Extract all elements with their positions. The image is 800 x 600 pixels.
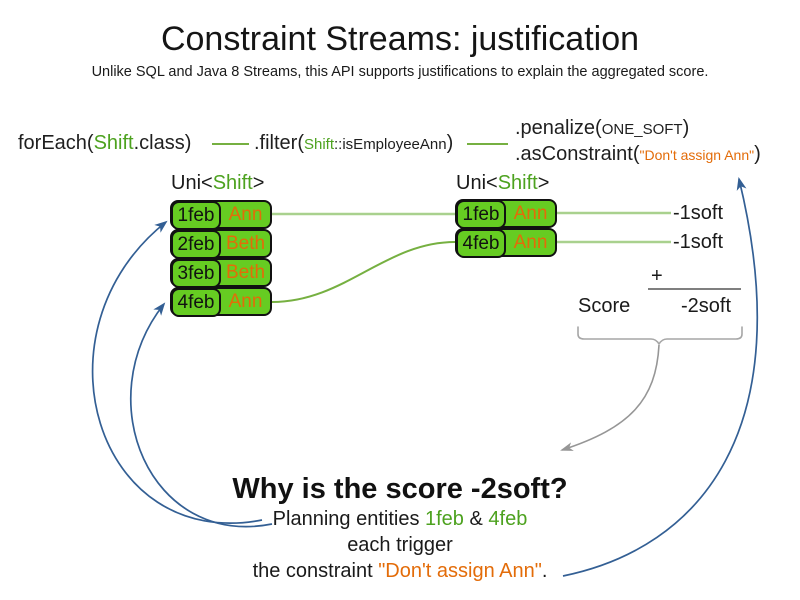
left-label-post: >: [252, 172, 265, 194]
shift-row-3feb-left: Beth 3feb: [170, 258, 272, 288]
shift-row-1feb-right: Ann 1feb: [455, 199, 557, 229]
employee-cell: Ann: [513, 231, 548, 253]
explanation-heading: Why is the score -2soft?: [232, 473, 568, 505]
line3-post: .: [541, 560, 548, 582]
code-penalize-pre: .penalize(: [515, 117, 602, 139]
explanation-line-1: Planning entities 1feb & 4feb: [0, 506, 800, 532]
date-cell: 4feb: [171, 288, 221, 317]
left-group-label: Uni<Shift>: [171, 172, 264, 195]
left-label-type: Shift: [212, 172, 253, 194]
page-title: Constraint Streams: justification: [160, 20, 640, 58]
code-asconstraint-arg: "Don't assign Ann": [639, 147, 755, 163]
date-cell: 3feb: [171, 259, 221, 288]
code-filter-pre: .filter(: [254, 132, 304, 154]
page-subtitle: Unlike SQL and Java 8 Streams, this API …: [91, 64, 709, 80]
shift-row-4feb-left: Ann 4feb: [170, 287, 272, 317]
code-filter: .filter(Shift::isEmployeeAnn): [254, 132, 453, 155]
employee-cell: Beth: [225, 232, 266, 254]
employee-cell: Ann: [513, 202, 548, 224]
date-cell: 2feb: [171, 230, 221, 259]
date-cell: 1feb: [456, 200, 506, 229]
code-penalize-arg: ONE_SOFT: [601, 121, 683, 138]
line1-entity2: 4feb: [488, 508, 528, 530]
code-asconstraint: .asConstraint("Don't assign Ann"): [515, 143, 761, 166]
explanation-line-2: each trigger: [347, 534, 453, 556]
date-cell: 1feb: [171, 201, 221, 230]
employee-cell: Ann: [228, 203, 263, 225]
right-label-post: >: [537, 172, 550, 194]
shift-row-2feb-left: Beth 2feb: [170, 229, 272, 259]
code-filter-arg-method: ::isEmployeeAnn: [334, 136, 447, 153]
line1-amp: &: [463, 508, 489, 530]
shift-row-4feb-right: Ann 4feb: [455, 228, 557, 258]
shift-row-1feb-left: Ann 1feb: [170, 200, 272, 230]
code-filter-arg-class: Shift: [304, 136, 335, 153]
score-brace: [577, 326, 743, 346]
line3-pre: the constraint: [252, 560, 379, 582]
code-penalize: .penalize(ONE_SOFT): [515, 117, 689, 140]
link-4feb-curve: [271, 241, 456, 303]
line3-constraint: "Don't assign Ann": [378, 560, 542, 582]
code-filter-post: ): [446, 132, 454, 154]
code-foreach-pre: forEach(: [18, 132, 94, 154]
date-cell: 4feb: [456, 229, 506, 258]
line1-pre: Planning entities: [272, 508, 425, 530]
score-total: -2soft: [681, 295, 732, 317]
code-asconstraint-pre: .asConstraint(: [515, 143, 640, 165]
arrow-to-constraint: [562, 177, 759, 577]
code-asconstraint-post: ): [754, 143, 761, 165]
explanation-block: Why is the score -2soft? Planning entiti…: [0, 472, 800, 584]
code-penalize-post: ): [682, 117, 690, 139]
penalty-2: -1soft: [673, 231, 724, 253]
left-label-pre: Uni<: [171, 172, 213, 194]
line1-entity1: 1feb: [425, 508, 464, 530]
employee-cell: Ann: [228, 290, 263, 312]
score-label: Score: [578, 295, 631, 317]
code-foreach-class: Shift: [93, 132, 134, 154]
penalty-1: -1soft: [673, 202, 724, 224]
arrow-score-to-question: [560, 344, 660, 451]
right-group-label: Uni<Shift>: [456, 172, 549, 195]
arrow-to-1feb: [91, 220, 263, 524]
code-foreach: forEach(Shift.class): [18, 132, 191, 155]
right-label-type: Shift: [497, 172, 538, 194]
code-foreach-post: .class): [133, 132, 192, 154]
arrow-to-4feb: [129, 302, 273, 528]
right-label-pre: Uni<: [456, 172, 498, 194]
sum-operator: +: [651, 265, 663, 287]
explanation-line-3: the constraint "Don't assign Ann".: [0, 558, 800, 584]
employee-cell: Beth: [225, 261, 266, 283]
